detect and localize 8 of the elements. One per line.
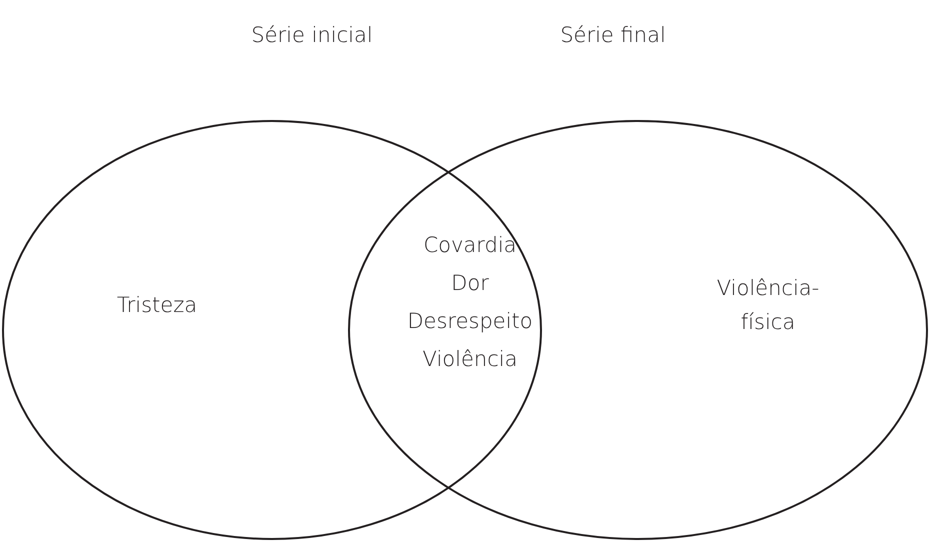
overlap-item: Dor (450, 270, 490, 297)
set-item: Violência- física (716, 275, 820, 336)
overlap-item: Violência (422, 346, 518, 373)
set-title: Série inicial (250, 22, 374, 49)
overlap-item: Desrespeito (406, 308, 534, 335)
set-title: Série final (559, 22, 667, 49)
overlap-item: Covardia (422, 232, 518, 259)
set-item: Tristeza (116, 292, 198, 319)
